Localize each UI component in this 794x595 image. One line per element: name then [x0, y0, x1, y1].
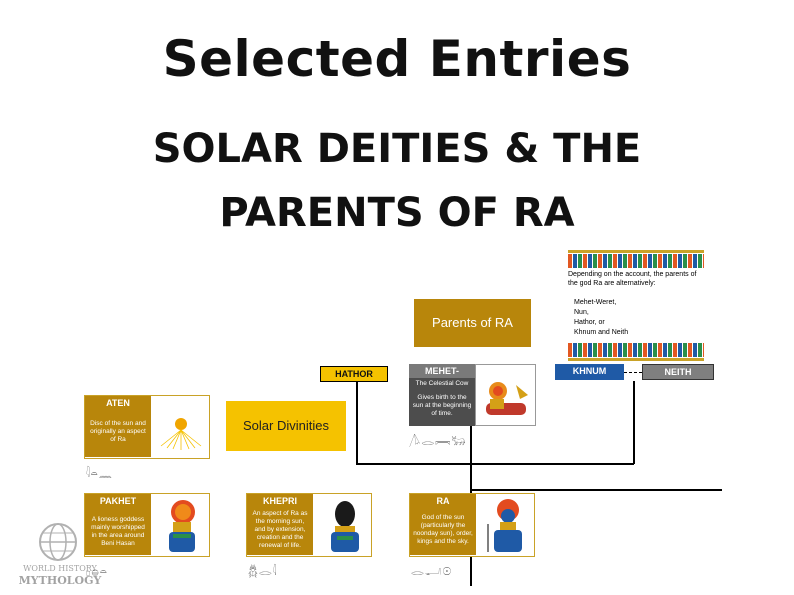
decorative-band-bottom	[568, 343, 704, 357]
khepri-description: An aspect of Ra as the morning sun, and …	[250, 510, 310, 550]
khepri-hieroglyphs: 𓆣𓂋𓇋	[248, 560, 278, 579]
ra-hieroglyphs: 𓂋𓂝𓇳	[411, 560, 452, 579]
parents-of-ra-box: Parents of RA	[414, 299, 531, 347]
aten-desc-panel: Disc of the sun and originally an aspect…	[85, 410, 151, 457]
pakhet-name: PAKHET	[85, 494, 151, 508]
ra-card: RA God of the sun (particularly the noon…	[409, 493, 535, 557]
hathor-box: HATHOR	[320, 366, 388, 382]
info-box: Depending on the account, the parents of…	[568, 250, 704, 362]
subtitle-line-1: SOLAR DEITIES & THE	[0, 126, 794, 172]
sun-disc-icon	[153, 406, 208, 451]
ra-desc-panel: God of the sun (particularly the noonday…	[410, 508, 476, 555]
khepri-desc-panel: An aspect of Ra as the morning sun, and …	[247, 508, 313, 555]
hathor-connector-down	[356, 381, 358, 464]
option-hathor: Hathor, or	[574, 318, 702, 328]
solar-divinities-label: Solar Divinities	[243, 418, 329, 433]
parents-of-ra-label: Parents of RA	[432, 315, 513, 330]
info-options: Mehet-Weret, Nun, Hathor, or Khnum and N…	[574, 298, 702, 338]
watermark: WORLD HISTORY MYTHOLOGY	[10, 522, 110, 592]
globe-logo-icon	[38, 522, 78, 562]
watermark-line-1: WORLD HISTORY	[10, 564, 110, 573]
ra-description: God of the sun (particularly the noonday…	[413, 514, 473, 546]
neith-box: NEITH	[642, 364, 714, 380]
mehet-weret-description: Gives birth to the sun at the beginning …	[412, 394, 472, 418]
aten-card: ATEN Disc of the sun and originally an a…	[84, 395, 210, 459]
falcon-god-ra-icon	[480, 496, 532, 554]
celestial-cow-icon	[476, 365, 537, 427]
subtitle-line-2: PARENTS OF RA	[0, 190, 794, 236]
watermark-line-2: MYTHOLOGY	[10, 574, 110, 587]
option-nun: Nun,	[574, 308, 702, 318]
khnum-box: KHNUM	[555, 364, 624, 380]
khepri-card: KHEPRI An aspect of Ra as the morning su…	[246, 493, 372, 557]
scarab-god-icon	[317, 496, 369, 554]
khepri-name: KHEPRI	[247, 494, 313, 508]
mehet-weret-image	[475, 364, 536, 426]
mehet-weret-name: MEHET-WERET	[409, 364, 475, 378]
parents-horizontal-connector	[356, 463, 634, 465]
decorative-band-top	[568, 254, 704, 268]
info-intro: Depending on the account, the parents of…	[568, 270, 704, 288]
aten-description: Disc of the sun and originally an aspect…	[88, 420, 148, 444]
decorative-band-top-line	[568, 250, 704, 253]
main-title: Selected Entries	[0, 30, 794, 88]
decorative-band-bottom-line	[568, 358, 704, 361]
mehet-weret-subtitle: The Celestial Cow	[412, 380, 472, 388]
option-khnum-neith: Khnum and Neith	[574, 328, 702, 338]
mehet-weret-card: MEHET-WERET The Celestial Cow Gives birt…	[409, 364, 536, 426]
khnum-connector-down	[633, 381, 635, 464]
aten-name: ATEN	[85, 396, 151, 410]
aten-hieroglyphs: 𓇋𓏏𓈖	[86, 462, 113, 481]
ra-branch-line	[470, 489, 722, 491]
mehet-weret-hieroglyphs: 𓌅𓂋𓇯𓃒	[409, 430, 466, 449]
lioness-goddess-icon	[155, 496, 207, 554]
khnum-neith-dashed-link	[624, 372, 642, 373]
option-mehet-weret: Mehet-Weret,	[574, 298, 702, 308]
solar-divinities-box: Solar Divinities	[226, 401, 346, 451]
ra-name: RA	[410, 494, 476, 508]
mehet-weret-desc-panel: The Celestial Cow Gives birth to the sun…	[409, 378, 475, 426]
